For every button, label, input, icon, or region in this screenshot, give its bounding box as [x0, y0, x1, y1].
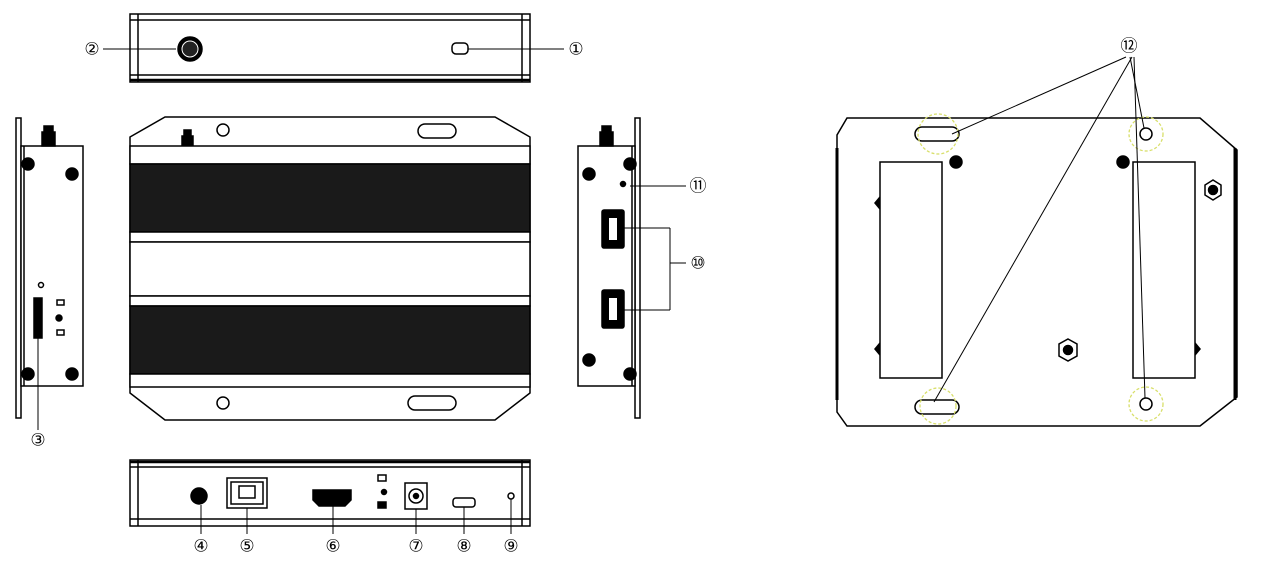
callout-11: ⑪ [690, 177, 707, 196]
leader-lines [37, 48, 686, 534]
right-side-view [577, 117, 641, 419]
dc-power-jack-icon [404, 482, 428, 510]
power-button-icon [177, 36, 203, 62]
left-side-view [15, 117, 84, 419]
ethernet-port-icon [226, 477, 268, 509]
callout-7: ⑦ [408, 537, 423, 556]
top-edge-view [129, 13, 531, 83]
hdmi-port-icon [312, 489, 352, 507]
mounting-hole-highlights [917, 113, 1164, 425]
hex-nut-center-icon [1058, 338, 1078, 362]
callout-2: ② [84, 40, 99, 59]
heatsink-fins-upper [129, 163, 531, 233]
top-plan-view [129, 116, 531, 421]
callout-labels: ① ② ③ ④ ⑤ ⑥ ⑦ ⑧ ⑨ ⑩ ⑪ ⑫ [30, 37, 1137, 556]
hex-nut-icon [1204, 179, 1222, 201]
bottom-view [835, 56, 1238, 427]
usb-port-upper-icon [601, 209, 625, 249]
heatsink-fins-lower [129, 305, 531, 375]
callout-12: ⑫ [1121, 37, 1138, 56]
audio-jack-icon [190, 487, 208, 505]
callout-1: ① [568, 40, 583, 59]
rear-edge-view [129, 459, 531, 527]
callout-10: ⑩ [690, 254, 705, 273]
callout-12-leader-lines [933, 56, 1146, 403]
callout-8: ⑧ [456, 537, 471, 556]
callout-6: ⑥ [325, 537, 340, 556]
callout-9: ⑨ [503, 537, 518, 556]
callout-4: ④ [193, 537, 208, 556]
reset-pinhole-icon [619, 180, 627, 188]
callout-3: ③ [30, 431, 45, 450]
usb-port-lower-icon [601, 289, 625, 329]
sd-card-slot-icon [33, 297, 43, 339]
callout-5: ⑤ [239, 537, 254, 556]
